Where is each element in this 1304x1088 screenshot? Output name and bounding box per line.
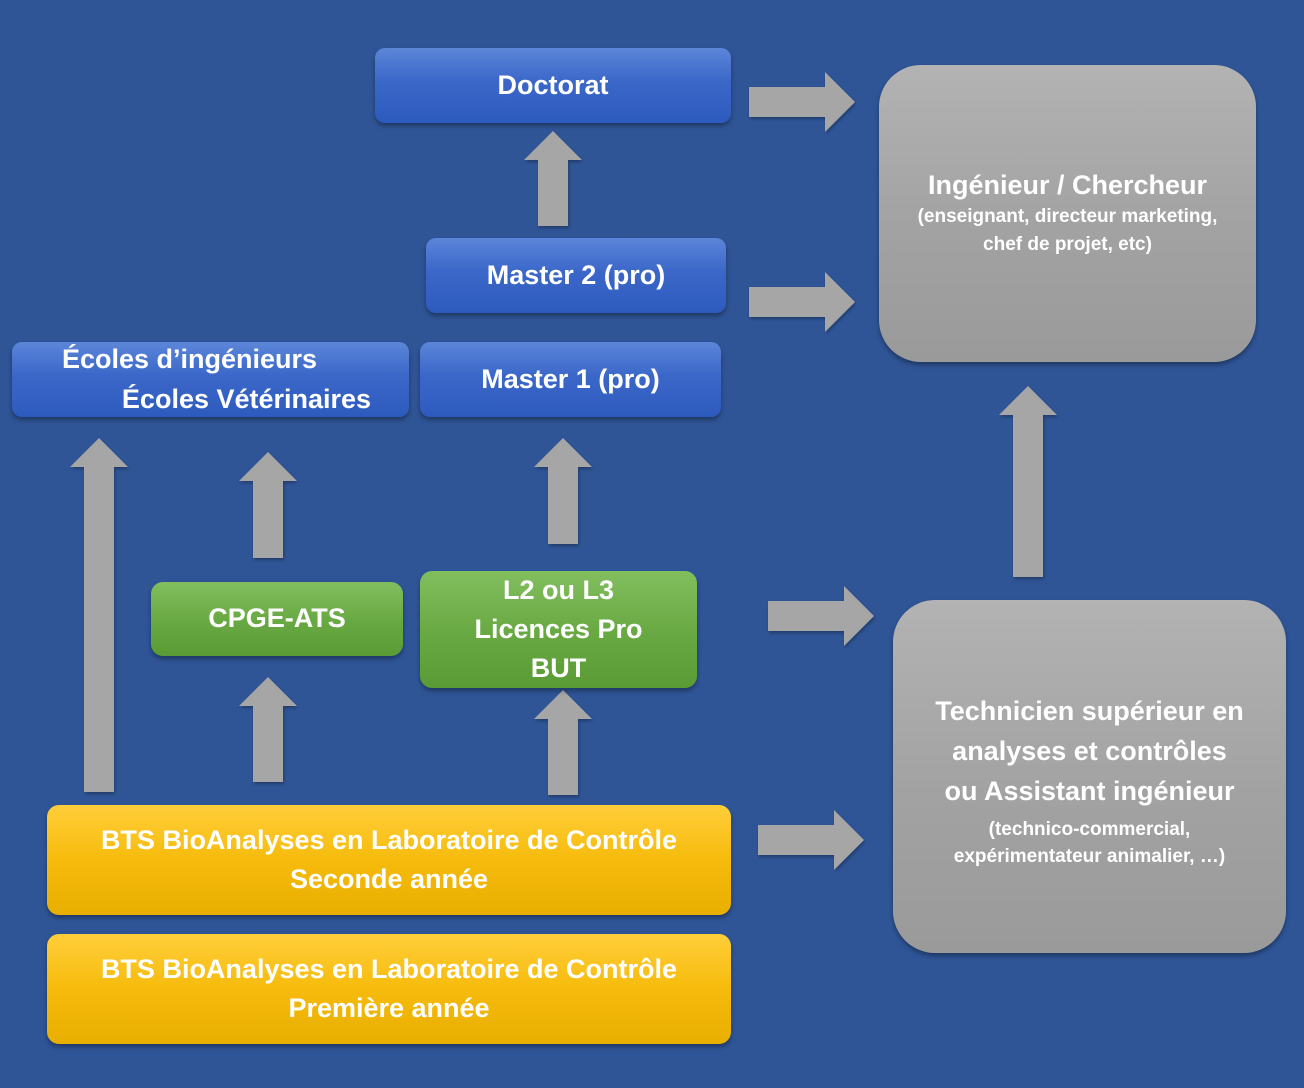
technicien-line3: ou Assistant ingénieur: [944, 775, 1235, 806]
bts-second-year-label-line1: BTS BioAnalyses en Laboratoire de Contrô…: [100, 824, 678, 855]
ecoles-label-line2: Écoles Vétérinaires: [121, 383, 372, 414]
arrow-up-master2-to-doctorat: [524, 131, 582, 226]
master1-box: Master 1 (pro): [420, 342, 721, 417]
ecoles-label-line1: Écoles d’ingénieurs: [61, 344, 318, 375]
technicien-box: Technicien supérieur en analyses et cont…: [893, 600, 1286, 953]
technicien-sub-line2: expérimentateur animalier, …): [953, 846, 1226, 868]
cpge-box: CPGE-ATS: [151, 582, 403, 656]
ingenieur-title: Ingénieur / Chercheur: [927, 170, 1208, 200]
arrow-up-licences-to-master1: [534, 438, 592, 544]
bts-second-year-box: BTS BioAnalyses en Laboratoire de Contrô…: [47, 805, 731, 915]
technicien-line1: Technicien supérieur en: [935, 696, 1244, 726]
arrow-right-bts-to-technicien: [758, 810, 864, 870]
technicien-line2: analyses et contrôles: [952, 735, 1227, 766]
arrow-up-bts-to-licences: [534, 690, 592, 795]
licences-label-line2: Licences Pro: [474, 613, 643, 644]
arrow-up-cpge-to-ecoles: [239, 452, 297, 558]
licences-label-line1: L2 ou L3: [502, 574, 614, 605]
bts-second-year-label-line2: Seconde année: [289, 864, 489, 894]
ecoles-box: Écoles d’ingénieurs Écoles Vétérinaires: [12, 342, 409, 417]
bts-first-year-label-line1: BTS BioAnalyses en Laboratoire de Contrô…: [100, 953, 678, 984]
cpge-label: CPGE-ATS: [208, 603, 346, 634]
arrow-up-bts-to-ecoles: [70, 438, 128, 792]
master1-label: Master 1 (pro): [481, 363, 660, 394]
licences-box: L2 ou L3 Licences Pro BUT: [420, 571, 697, 688]
bts-first-year-label-line2: Première année: [288, 993, 490, 1023]
master2-box: Master 2 (pro): [426, 238, 726, 313]
arrow-up-technicien-to-ingenieur: [999, 386, 1057, 577]
arrow-right-licences-to-technicien: [768, 586, 874, 646]
ingenieur-sub-line2: chef de projet, etc): [983, 233, 1152, 255]
licences-label-line3: BUT: [530, 653, 587, 684]
technicien-sub-line1: (technico-commercial,: [988, 818, 1191, 840]
bts-first-year-box: BTS BioAnalyses en Laboratoire de Contrô…: [47, 934, 731, 1044]
ingenieur-chercheur-box: Ingénieur / Chercheur (enseignant, direc…: [879, 65, 1256, 362]
arrow-right-master2-to-ingenieur: [749, 272, 855, 332]
doctorat-label: Doctorat: [497, 69, 609, 100]
master2-label: Master 2 (pro): [486, 259, 666, 290]
arrow-up-bts-to-cpge: [239, 677, 297, 782]
arrow-right-doctorat-to-ingenieur: [749, 72, 855, 132]
ingenieur-sub-line1: (enseignant, directeur marketing,: [917, 206, 1218, 228]
doctorat-box: Doctorat: [375, 48, 731, 123]
